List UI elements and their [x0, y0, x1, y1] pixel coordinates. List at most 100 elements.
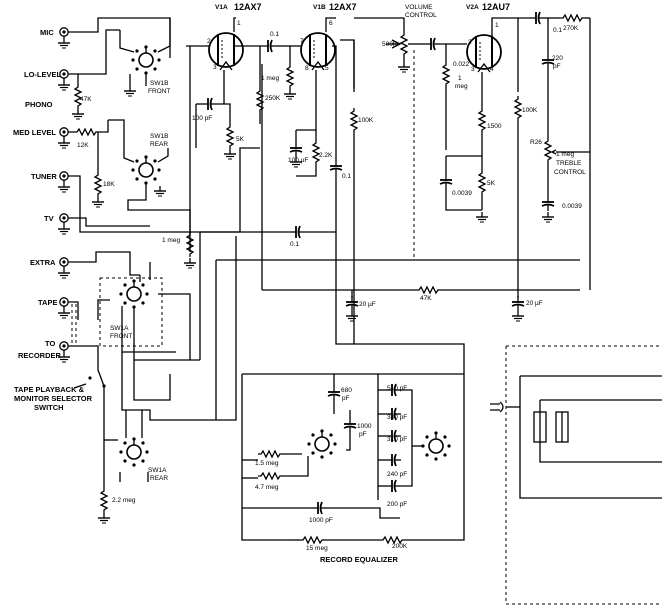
r-100k-v1b-label: 100K [358, 117, 374, 124]
v1b-tube-icon [300, 32, 336, 71]
v1a-type: 12AX7 [234, 2, 262, 12]
c-20uf-a-label: 20 µF [359, 301, 376, 308]
mic-jack-icon [57, 27, 71, 49]
v2a-pin-3: 3 [471, 66, 475, 73]
equalizer-switch-icon [420, 430, 452, 462]
c-220-unit-label: pF [553, 63, 561, 70]
c-200pf-label: 200 pF [387, 501, 407, 508]
c-0.1-v1a: 0.1 [270, 31, 279, 38]
r-1meg-v2a-label: 1 [458, 75, 462, 82]
tuner-jack-icon [57, 171, 71, 193]
treble-label-2: CONTROL [554, 169, 586, 176]
v2a-pin-4: 4 [490, 66, 494, 73]
c-100pf-label: 100 pF [192, 115, 212, 122]
r-12k-label: 12K [77, 142, 89, 149]
power-supply-section [490, 345, 662, 605]
sw1b-front-label: SW1B [150, 80, 168, 87]
c-1000-unit-label: pF [359, 431, 367, 438]
r-47k-supply-label: 47K [420, 295, 432, 302]
r-1meg-input-label: 1 meg [162, 237, 180, 244]
sw1a-rear-label: SW1A [148, 467, 167, 474]
sw1b-front-switch [119, 18, 171, 97]
r-1meg-v2a-label-2: meg [455, 83, 468, 90]
c-0.1-v1b-label: 0.1 [342, 173, 351, 180]
v2a-pin-2: 2 [468, 39, 472, 46]
c-680-unit-label: pF [342, 395, 350, 402]
treble-value-label: 1 meg [556, 151, 574, 158]
v1a-ref: V1A [215, 4, 228, 11]
r-270k-label: 270K [563, 25, 579, 32]
c-20uf-b-label: 20 µF [526, 300, 543, 307]
v1a-pin-2: 2 [207, 38, 211, 45]
v1b-pin-5: 5 [325, 65, 329, 72]
input-label-med-level: MED LEVEL [13, 128, 56, 137]
input-label-mic: MIC [40, 28, 54, 37]
tv-jack-icon [57, 213, 71, 235]
sw1b-rear-label-2: REAR [150, 141, 168, 148]
r-1-5meg-label: 1.5 meg [255, 460, 279, 467]
v1b-ref: V1B [313, 4, 326, 11]
tape-switch-label-3: SWITCH [34, 403, 64, 412]
c-0.022-label: 0.022 [453, 61, 470, 68]
input-label-tuner: TUNER [31, 172, 57, 181]
volume-label-2: CONTROL [405, 12, 437, 19]
input-label-extra: EXTRA [30, 258, 56, 267]
input-wiring [68, 17, 260, 524]
v1b-type: 12AX7 [329, 2, 357, 12]
r-250k-label: 250K [265, 95, 281, 102]
r-15meg-label: 15 meg [306, 545, 328, 552]
input-label-lo-level: LO-LEVEL [24, 70, 62, 79]
v1b-pin-8: 8 [305, 65, 309, 72]
tape-switch-label: TAPE PLAYBACK & [14, 385, 85, 394]
volume-control-icon [354, 17, 420, 260]
v2a-ref: V2A [466, 4, 479, 11]
power-plug-icon [490, 403, 500, 411]
treble-ref-label: R26 [530, 139, 542, 146]
input-label-tv: TV [44, 214, 54, 223]
v1a-stage-wiring [183, 17, 290, 269]
sw1b-rear-switch [108, 119, 191, 234]
r-18k-label: 18K [103, 181, 115, 188]
sw1b-rear-label: SW1B [150, 133, 168, 140]
r-5k-v1a-label: 5K [236, 136, 245, 143]
v1a-pin-1: 1 [237, 20, 241, 27]
c-380pf-label: 380 pF [387, 414, 407, 421]
r-1500-label: 1500 [487, 123, 502, 130]
input-label-recorder: RECORDER [18, 351, 62, 360]
r-5k-v2a-label: 5K [487, 180, 496, 187]
c-510pf-label: 510 pF [387, 385, 407, 392]
c-1000pf-label: 1000 pF [309, 517, 333, 524]
input-label-to: TO [45, 339, 55, 348]
c-0.1-v2a-label: 0.1 [553, 27, 562, 34]
v2a-tube-icon [466, 34, 502, 73]
r-2-2k-label: 2.2K [319, 152, 333, 159]
v1b-pin-6: 6 [329, 20, 333, 27]
rotary-switch-icon [130, 154, 162, 186]
r-200k-label: 200K [392, 543, 408, 550]
v2a-type: 12AU7 [482, 2, 510, 12]
c-240pf-label: 240 pF [387, 471, 407, 478]
c-100uf-label: 100 µF [288, 157, 308, 164]
equalizer-switch-icon [306, 428, 338, 460]
c-1000-label: 1000 [357, 423, 372, 430]
extra-jack-icon [57, 257, 71, 279]
v2a-pin-1: 1 [495, 22, 499, 29]
tape-jack-icon [57, 297, 71, 319]
c-0.0039-a-label: 0.0039 [452, 190, 472, 197]
treble-label: TREBLE [556, 160, 582, 167]
r-500k-label: 500K [382, 41, 398, 48]
sw1a-front-label-2: FRONT [110, 333, 132, 340]
c-310pf-label: 310 pF [387, 436, 407, 443]
rotary-switch-icon [118, 278, 150, 310]
record-equalizer [241, 373, 465, 544]
rotary-switch-icon [118, 436, 150, 468]
input-label-phono: PHONO [25, 100, 53, 109]
r-47k-label: 47K [80, 96, 92, 103]
sw1a-front-switch [97, 262, 200, 361]
sw1a-front-label: SW1A [110, 325, 129, 332]
record-equalizer-caption: RECORD EQUALIZER [320, 555, 399, 564]
rotary-switch-icon [130, 44, 162, 76]
v1a-pin-3: 3 [213, 64, 217, 71]
r-1meg-v1a-label: 1 meg [261, 75, 279, 82]
